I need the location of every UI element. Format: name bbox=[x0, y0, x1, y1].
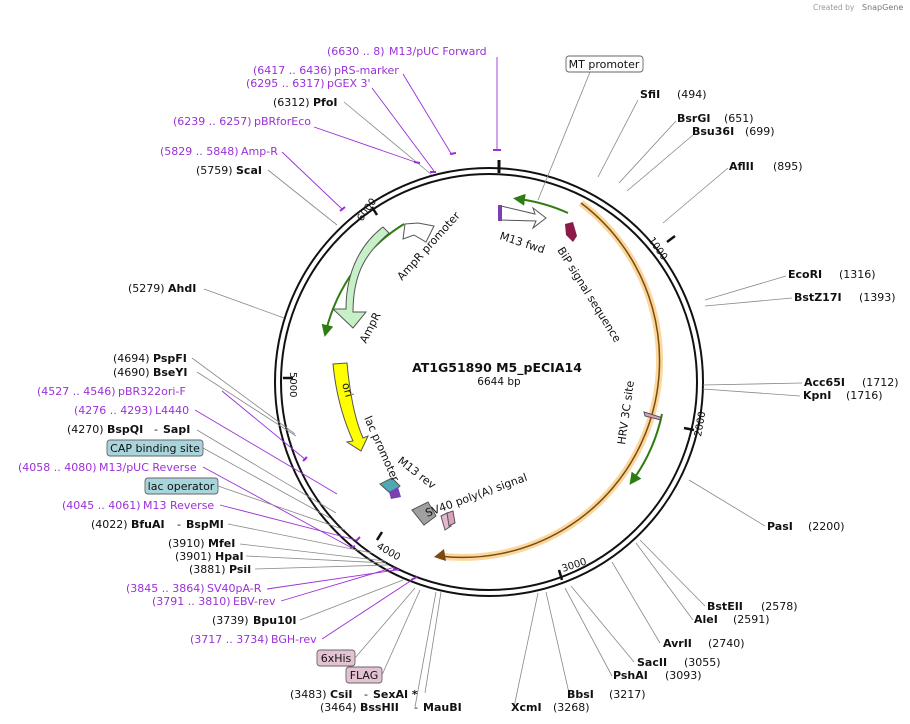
insert-feature-arc-outline bbox=[438, 202, 661, 559]
enzyme-psiI: (3881)PsiI bbox=[189, 563, 251, 576]
primer-m13-reverse: (4045 .. 4061)M13 Reverse bbox=[62, 499, 214, 512]
sv40-polya-label: SV40 poly(A) signal bbox=[424, 471, 529, 520]
tick-marks bbox=[283, 206, 695, 581]
ampr-promoter-feature bbox=[402, 222, 435, 243]
m13-rev-feature bbox=[389, 487, 401, 499]
ampr-promoter-label: AmpR promoter bbox=[395, 209, 463, 283]
enzyme-acc65I: Acc65I(1712) bbox=[804, 376, 899, 389]
m13-fwd-marker bbox=[498, 205, 502, 221]
mt-promoter-box bbox=[565, 55, 644, 73]
enzyme-bsu36I: Bsu36I(699) bbox=[692, 125, 775, 138]
plasmid-length: 6644 bp bbox=[477, 376, 521, 388]
bip-cds-arrow bbox=[513, 193, 569, 214]
primer-marks bbox=[302, 149, 501, 581]
lac-operator-leader bbox=[217, 485, 346, 531]
backbone-outer-ring bbox=[274, 167, 704, 597]
tick-label-5000: 5000 bbox=[287, 372, 298, 397]
enzyme-ecoRI: EcoRI(1316) bbox=[788, 268, 876, 281]
enzyme-bfuAI: (4022)BfuAI-BspMI bbox=[91, 518, 224, 531]
ori-label: ori bbox=[339, 381, 355, 398]
mt-promoter-label: MT promoter bbox=[569, 58, 640, 71]
enzyme-sfiI: SfiI(494) bbox=[640, 88, 707, 101]
tick-label-2000: 2000 bbox=[693, 411, 708, 438]
enzyme-bsrGI: BsrGI(651) bbox=[677, 112, 754, 125]
m13-fwd-label: M13 fwd bbox=[498, 229, 546, 256]
enzyme-xcmI: XcmI(3268) bbox=[511, 701, 590, 714]
primer-pgex-3: (6295 .. 6317)pGEX 3' bbox=[246, 77, 371, 90]
enzyme-bssHII: (3464)BssHII-MauBI bbox=[320, 701, 462, 714]
backbone-inner-ring bbox=[280, 173, 698, 591]
primer-bgh-rev: (3717 .. 3734)BGH-rev bbox=[190, 633, 317, 646]
primer-l4440: (4276 .. 4293)L4440 bbox=[74, 404, 189, 417]
enzyme-mfeI: (3910)MfeI bbox=[168, 537, 235, 550]
enzyme-scaI: (5759)ScaI bbox=[196, 164, 262, 177]
enzyme-bpu10I: (3739)Bpu10I bbox=[212, 614, 297, 627]
enzyme-avrII: AvrII(2740) bbox=[663, 637, 745, 650]
primer-amp-r: (5829 .. 5848)Amp-R bbox=[160, 145, 278, 158]
enzyme-bbsI: BbsI(3217) bbox=[567, 688, 646, 701]
plasmid-name: AT1G51890 M5_pECIA14 bbox=[412, 360, 582, 376]
enzyme-bstEII: BstEII(2578) bbox=[707, 600, 798, 613]
primer-m13puc-forward: (6630 .. 8)M13/pUC Forward bbox=[327, 45, 487, 58]
enzyme-pasI: PasI(2200) bbox=[767, 520, 845, 533]
primer-sv40pa-r: (3845 .. 3864)SV40pA-R bbox=[126, 582, 262, 595]
insert-arrowhead bbox=[434, 549, 446, 561]
flag-tag-feature bbox=[446, 510, 456, 527]
lac-promoter-label: lac promoter bbox=[361, 414, 402, 484]
sv40-feature bbox=[411, 501, 437, 526]
enzyme-ahdI: (5279)AhdI bbox=[128, 282, 196, 295]
flag-leader bbox=[381, 589, 421, 676]
enzyme-aleI: AleI(2591) bbox=[694, 613, 770, 626]
enzyme-csiI: (3483)CsiI-SexAI * bbox=[290, 688, 418, 701]
primer-leader-lines bbox=[194, 57, 498, 640]
enzyme-sacII: SacII(3055) bbox=[637, 656, 721, 669]
enzyme-kpnI: KpnI(1716) bbox=[803, 389, 883, 402]
snapgene-logo: SnapGene bbox=[862, 3, 903, 12]
6xhis-label: 6xHis bbox=[321, 652, 352, 665]
enzyme-bstZ17I: BstZ17I(1393) bbox=[794, 291, 896, 304]
left-leader-lines bbox=[191, 101, 442, 708]
enzyme-bspQI: (4270)BspQI-SapI bbox=[67, 423, 190, 436]
his-leader bbox=[354, 587, 416, 659]
primer-pbrforeco: (6239 .. 6257)pBRforEco bbox=[173, 115, 311, 128]
enzyme-pspFI: (4694)PspFI bbox=[113, 352, 187, 365]
tick-label-6000: 6000 bbox=[355, 197, 379, 224]
lac-operator-label: lac operator bbox=[148, 480, 215, 493]
hrv-3c-feature bbox=[643, 411, 662, 421]
bip-signal-label: BiP signal sequence bbox=[554, 245, 623, 345]
m13-fwd-feature bbox=[500, 205, 547, 230]
primer-prs-marker: (6417 .. 6436)pRS-marker bbox=[253, 64, 399, 77]
bip-signal-feature bbox=[565, 222, 577, 242]
enzyme-pshAI: PshAI(3093) bbox=[613, 669, 702, 682]
cap-binding-site-label: CAP binding site bbox=[110, 442, 200, 455]
primer-m13puc-reverse: (4058 .. 4080)M13/pUC Reverse bbox=[18, 461, 197, 474]
right-leader-lines bbox=[513, 71, 803, 708]
cap-leader bbox=[202, 447, 331, 519]
created-by-label: Created by bbox=[813, 3, 855, 12]
ampr-feature bbox=[331, 226, 390, 329]
hrv-3c-label: HRV 3C site bbox=[615, 380, 637, 446]
primer-pbr322ori-f: (4527 .. 4546)pBR322ori-F bbox=[37, 385, 186, 398]
enzyme-aflII: AflII(895) bbox=[729, 160, 803, 173]
enzyme-pfoI: (6312)PfoI bbox=[273, 96, 338, 109]
enzyme-bseYI: (4690)BseYI bbox=[113, 366, 187, 379]
flag-label: FLAG bbox=[350, 669, 379, 682]
ori-feature bbox=[332, 362, 369, 452]
enzyme-hpaI: (3901)HpaI bbox=[175, 550, 244, 563]
m13-rev-inner-label: M13 rev bbox=[395, 454, 438, 492]
primer-ebv-rev: (3791 .. 3810)EBV-rev bbox=[152, 595, 276, 608]
